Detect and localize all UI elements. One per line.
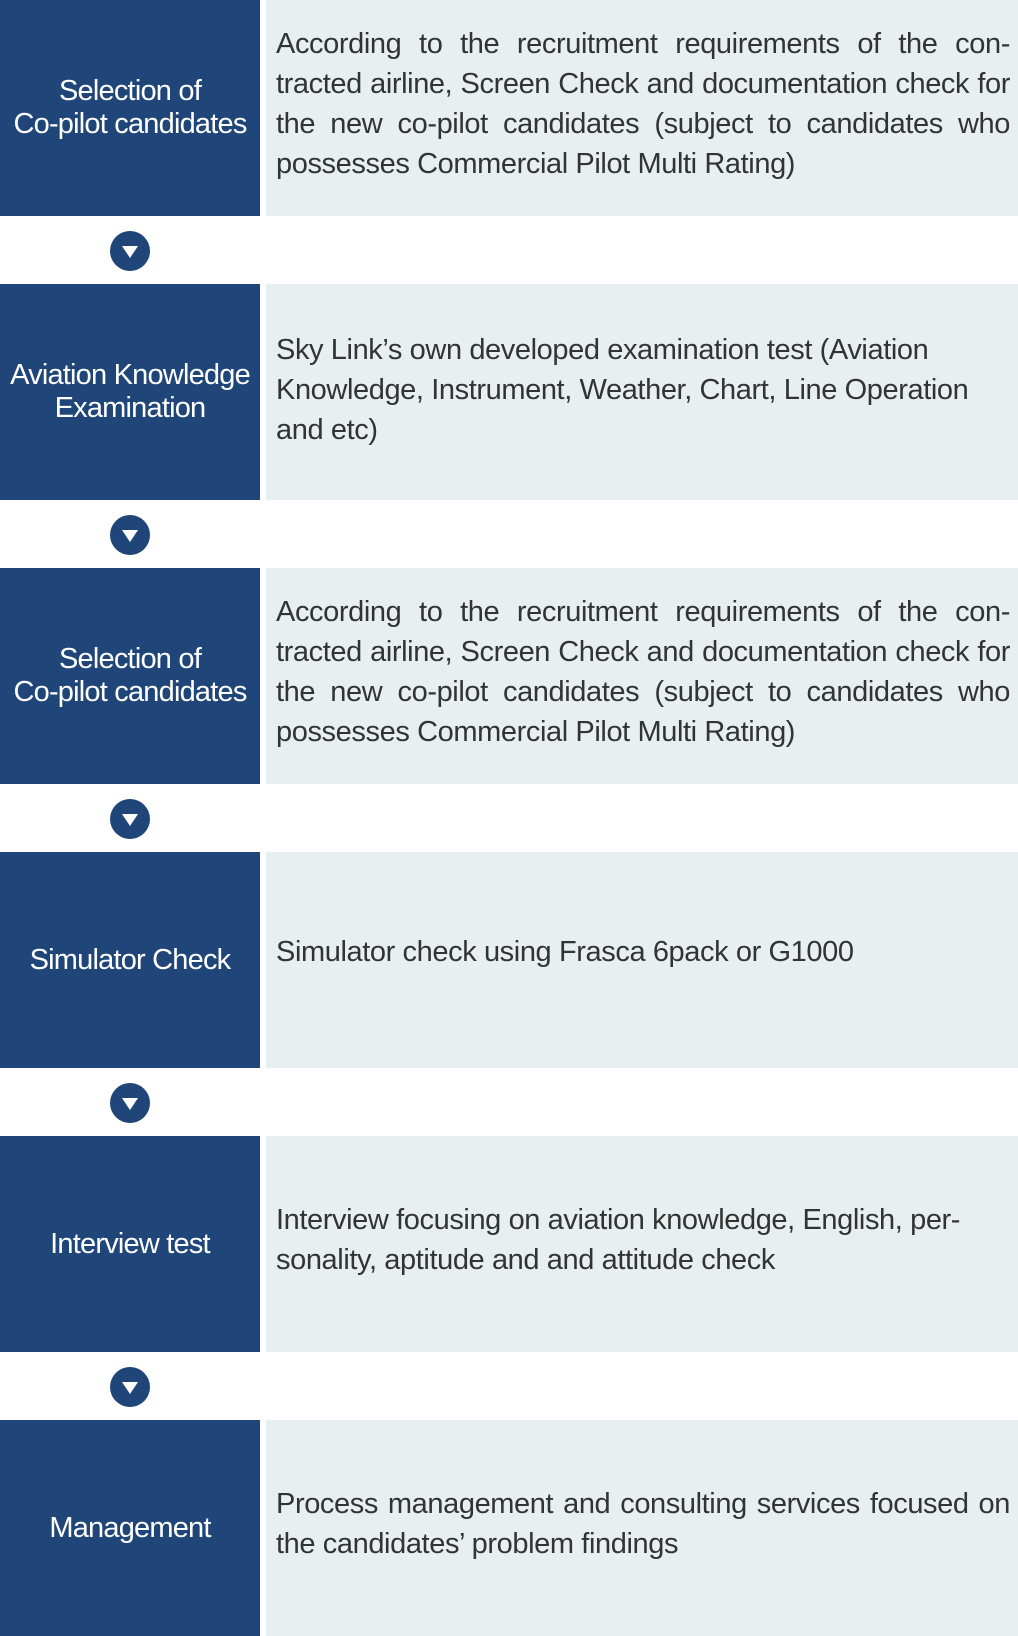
step-description-box: Interview focusing on aviation knowledge…	[266, 1136, 1018, 1352]
step-description: Simulator check using Frasca 6pack or G1…	[276, 936, 854, 968]
step-title-box: Selection of Co-pilot candidates	[0, 0, 260, 216]
step-title: Selection of Co-pilot candidates	[13, 75, 247, 140]
step-3: Selection of Co-pilot candidates Accordi…	[0, 568, 1018, 784]
chevron-down-circle-icon	[110, 1083, 150, 1123]
step-description: Interview focusing on aviation knowledge…	[276, 1204, 961, 1276]
chevron-down-circle-icon	[110, 1367, 150, 1407]
step-6: Management Process management and consul…	[0, 1420, 1018, 1636]
chevron-down-circle-icon	[110, 799, 150, 839]
chevron-down-circle-icon	[110, 515, 150, 555]
chevron-down-circle-icon	[110, 231, 150, 271]
step-title-box: Simulator Check	[0, 852, 260, 1068]
step-description-box: Simulator check using Frasca 6pack or G1…	[266, 852, 1018, 1068]
step-2: Aviation Knowledge Examination Sky Link’…	[0, 284, 1018, 500]
step-5: Interview test Interview focusing on avi…	[0, 1136, 1018, 1352]
step-description: Process management and consulting servic…	[276, 1488, 1010, 1560]
step-description: According to the recruitment requirement…	[276, 28, 1010, 180]
step-description: According to the recruitment requirement…	[276, 596, 1010, 748]
step-title-box: Selection of Co-pilot candidates	[0, 568, 260, 784]
step-description-box: Sky Link’s own developed examination tes…	[266, 284, 1018, 500]
step-1: Selection of Co-pilot candidates Accordi…	[0, 0, 1018, 216]
step-title: Selection of Co-pilot candidates	[13, 643, 247, 708]
step-description-box: Process management and consulting servic…	[266, 1420, 1018, 1636]
step-description: Sky Link’s own developed examination tes…	[276, 334, 969, 446]
step-title-box: Interview test	[0, 1136, 260, 1352]
step-title-box: Management	[0, 1420, 260, 1636]
step-description-box: According to the recruitment requirement…	[266, 568, 1018, 784]
step-description-box: According to the recruitment requirement…	[266, 0, 1018, 216]
step-4: Simulator Check Simulator check using Fr…	[0, 852, 1018, 1068]
step-title: Simulator Check	[29, 943, 232, 976]
step-title-box: Aviation Knowledge Examination	[0, 284, 260, 500]
step-title: Aviation Knowledge Examination	[10, 359, 251, 424]
step-title: Management	[49, 1511, 211, 1544]
step-title: Interview test	[50, 1227, 210, 1260]
